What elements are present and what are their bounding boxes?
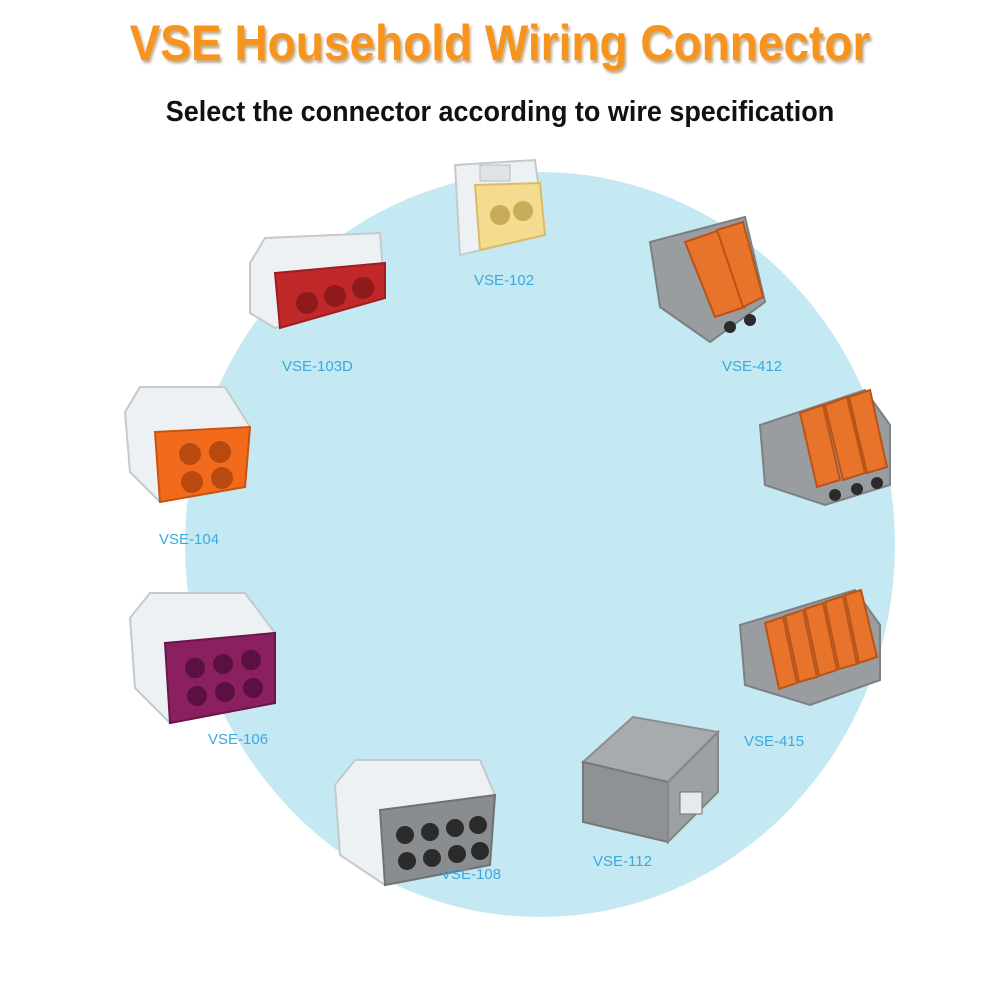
- product-label: VSE-104: [159, 531, 220, 548]
- product-vse-413: [755, 385, 895, 515]
- product-vse-104: [120, 382, 260, 512]
- product-vse-108: [330, 755, 500, 890]
- product-label: VSE-112: [593, 853, 652, 870]
- product-vse-112: [578, 712, 723, 847]
- connector-vse-412-image: [648, 215, 767, 344]
- product-vse-103d: [245, 228, 395, 348]
- page-title: VSE Household Wiring Connector: [129, 15, 871, 71]
- product-label: VSE-412: [722, 358, 783, 375]
- product-vse-415: [735, 585, 885, 715]
- product-label: VSE-108: [441, 866, 502, 883]
- product-vse-412: [645, 212, 770, 347]
- product-label: VSE-415: [744, 733, 805, 750]
- connector-vse-106-image: [128, 592, 276, 725]
- page-subtitle: Select the connector according to wire s…: [165, 96, 835, 128]
- product-vse-106: [125, 588, 285, 728]
- product-vse-102: [445, 155, 555, 265]
- connector-vse-413-image: [758, 388, 891, 507]
- connector-vse-112-image: [580, 715, 721, 845]
- connector-vse-102-image: [453, 158, 547, 257]
- product-label: VSE-106: [208, 731, 269, 748]
- connector-vse-108-image: [333, 759, 497, 887]
- connector-vse-104-image: [123, 386, 252, 504]
- product-label: VSE-102: [474, 272, 535, 289]
- connector-vse-415-image: [738, 588, 881, 707]
- product-label: VSE-103D: [282, 358, 353, 375]
- connector-vse-103d-image: [249, 231, 387, 330]
